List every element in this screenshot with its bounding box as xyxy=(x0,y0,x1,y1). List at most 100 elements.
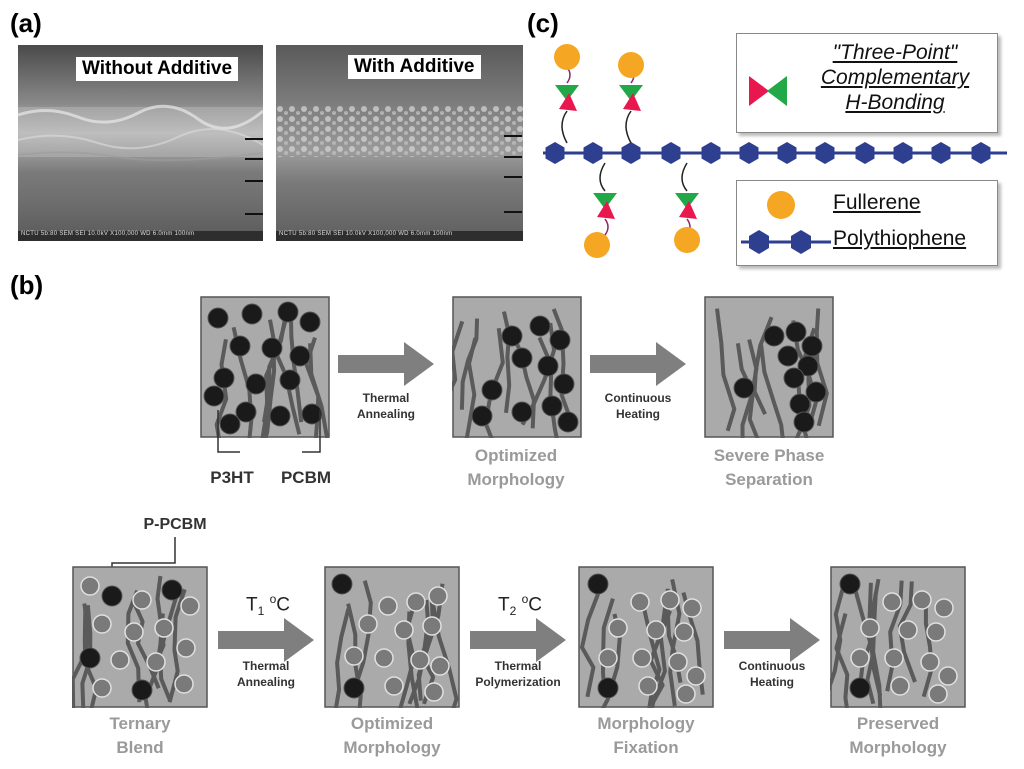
sem-footer: NCTU 5b:80 SEM SEI 10.0kV X100,000 WD 6.… xyxy=(18,231,263,241)
ppcbm-particle xyxy=(358,614,378,634)
arrow-right-icon xyxy=(470,618,566,662)
polymer-chain xyxy=(351,580,373,693)
ppcbm-particle xyxy=(174,674,194,694)
ppcbm-particle xyxy=(646,620,666,640)
fullerene-ball xyxy=(584,232,610,258)
ppcbm-particle xyxy=(384,676,404,696)
pcbm-particle xyxy=(261,337,283,359)
legend-hbond: "Three-Point" Complementary H-Bonding xyxy=(736,33,998,133)
polymer-chain xyxy=(263,338,277,438)
ppcbm-particle xyxy=(898,620,918,640)
pcbm-particle xyxy=(343,677,365,699)
caption-optimized-morphology: Optimized Morphology xyxy=(467,446,565,489)
pcbm-particle xyxy=(801,335,823,357)
hbond-donor xyxy=(623,93,641,111)
polymer-chain xyxy=(131,600,161,689)
arrow-label-continuous-heating-2: Continuous Heating xyxy=(738,659,806,689)
ppcbm-particle xyxy=(638,676,658,696)
arrow-right-icon xyxy=(338,342,434,386)
pcbm-particles xyxy=(203,301,323,435)
ppcbm-particle xyxy=(920,652,940,672)
thiophene-ring xyxy=(893,142,913,164)
polymer-chain xyxy=(158,597,178,702)
pcbm-particle xyxy=(213,367,235,389)
ppcbm-particle xyxy=(176,638,196,658)
ppcbm-particle xyxy=(676,684,696,704)
pcbm-particle xyxy=(203,385,225,407)
hbond-triangle-icon xyxy=(749,76,787,106)
label-brackets xyxy=(217,410,321,453)
pcbm-particle xyxy=(587,573,609,595)
caption-preserved-morphology: Preserved Morphology xyxy=(849,714,947,757)
pcbm-particle xyxy=(537,355,559,377)
morphology-box-initial xyxy=(200,296,330,438)
pcbm-particle xyxy=(289,345,311,367)
hbond-acceptor xyxy=(675,193,699,209)
sem-title-with-additive: With Additive xyxy=(348,55,481,79)
panel-label-a: (a) xyxy=(10,8,42,38)
arrow-right-icon xyxy=(590,342,686,386)
caption-severe-phase-separation: Severe Phase Separation xyxy=(713,446,825,489)
pcbm-particles xyxy=(839,573,958,704)
hbond-acceptor xyxy=(593,193,617,209)
pcbm-particle xyxy=(269,405,291,427)
pcbm-particle xyxy=(549,329,571,351)
ppcbm-particle xyxy=(674,622,694,642)
ppcbm-particle xyxy=(428,586,448,606)
ppcbm-particle xyxy=(850,648,870,668)
panel-label-b: (b) xyxy=(10,270,44,300)
label-pcbm: PCBM xyxy=(280,468,332,487)
thiophene-ring xyxy=(739,142,759,164)
pcbm-particle xyxy=(279,369,301,391)
pcbm-particles xyxy=(331,573,450,702)
pcbm-particle xyxy=(277,301,299,323)
thiophene-ring xyxy=(621,142,641,164)
scale-tick xyxy=(245,158,263,160)
ppcbm-particle xyxy=(180,596,200,616)
polymer-chain xyxy=(885,580,904,692)
ppcbm-particle xyxy=(92,678,112,698)
pcbm-particle xyxy=(235,401,257,423)
polymer-chain xyxy=(921,602,934,698)
morphology-box-phase-separated xyxy=(704,296,834,438)
ppcbm-particle xyxy=(344,646,364,666)
ppcbm-particle xyxy=(154,618,174,638)
polymer-chain xyxy=(464,337,478,438)
legend-polythiophene: Polythiophene xyxy=(833,227,967,250)
pcbm-particle xyxy=(241,303,263,325)
pcbm-particle xyxy=(219,413,241,435)
ppcbm-particle xyxy=(608,618,628,638)
scale-tick xyxy=(245,138,263,140)
sem-image-without-additive: Without Additive NCTU 5b:80 SEM SEI 10.0… xyxy=(18,45,263,241)
pcbm-particle xyxy=(793,411,815,433)
pcbm-particle xyxy=(299,311,321,333)
ppcbm-particle xyxy=(110,650,130,670)
ppcbm-particle xyxy=(912,590,932,610)
ppcbm-particle xyxy=(124,622,144,642)
ppcbm-particle xyxy=(938,666,958,686)
polymer-chain xyxy=(551,308,572,419)
morphology-box-preserved xyxy=(830,566,966,708)
sem-title-without-additive: Without Additive xyxy=(76,57,239,81)
pcbm-particles xyxy=(587,573,706,704)
pcbm-particle xyxy=(763,325,785,347)
scale-tick xyxy=(504,176,522,178)
polymer-chain xyxy=(260,317,289,438)
thiophene-ring xyxy=(971,142,991,164)
pcbm-particle xyxy=(553,373,575,395)
sem-image-with-additive: With Additive NCTU 5b:80 SEM SEI 10.0kV … xyxy=(276,45,523,241)
ppcbm-particle xyxy=(884,648,904,668)
ppcbm-particle xyxy=(394,620,414,640)
polythiophene-backbone xyxy=(545,142,991,164)
arrow-right-icon xyxy=(724,618,820,662)
pcbm-particle xyxy=(849,677,871,699)
polymer-chain xyxy=(125,589,142,703)
pcbm-particle xyxy=(511,401,533,423)
ppcbm-particle xyxy=(882,592,902,612)
thiophene-ring xyxy=(777,142,797,164)
ppcbm-particle xyxy=(630,592,650,612)
morphology-box-optimized xyxy=(452,296,582,438)
scale-tick xyxy=(504,135,522,137)
hbond-schematic xyxy=(543,44,1007,258)
caption-ternary-blend: Ternary Blend xyxy=(109,714,171,757)
